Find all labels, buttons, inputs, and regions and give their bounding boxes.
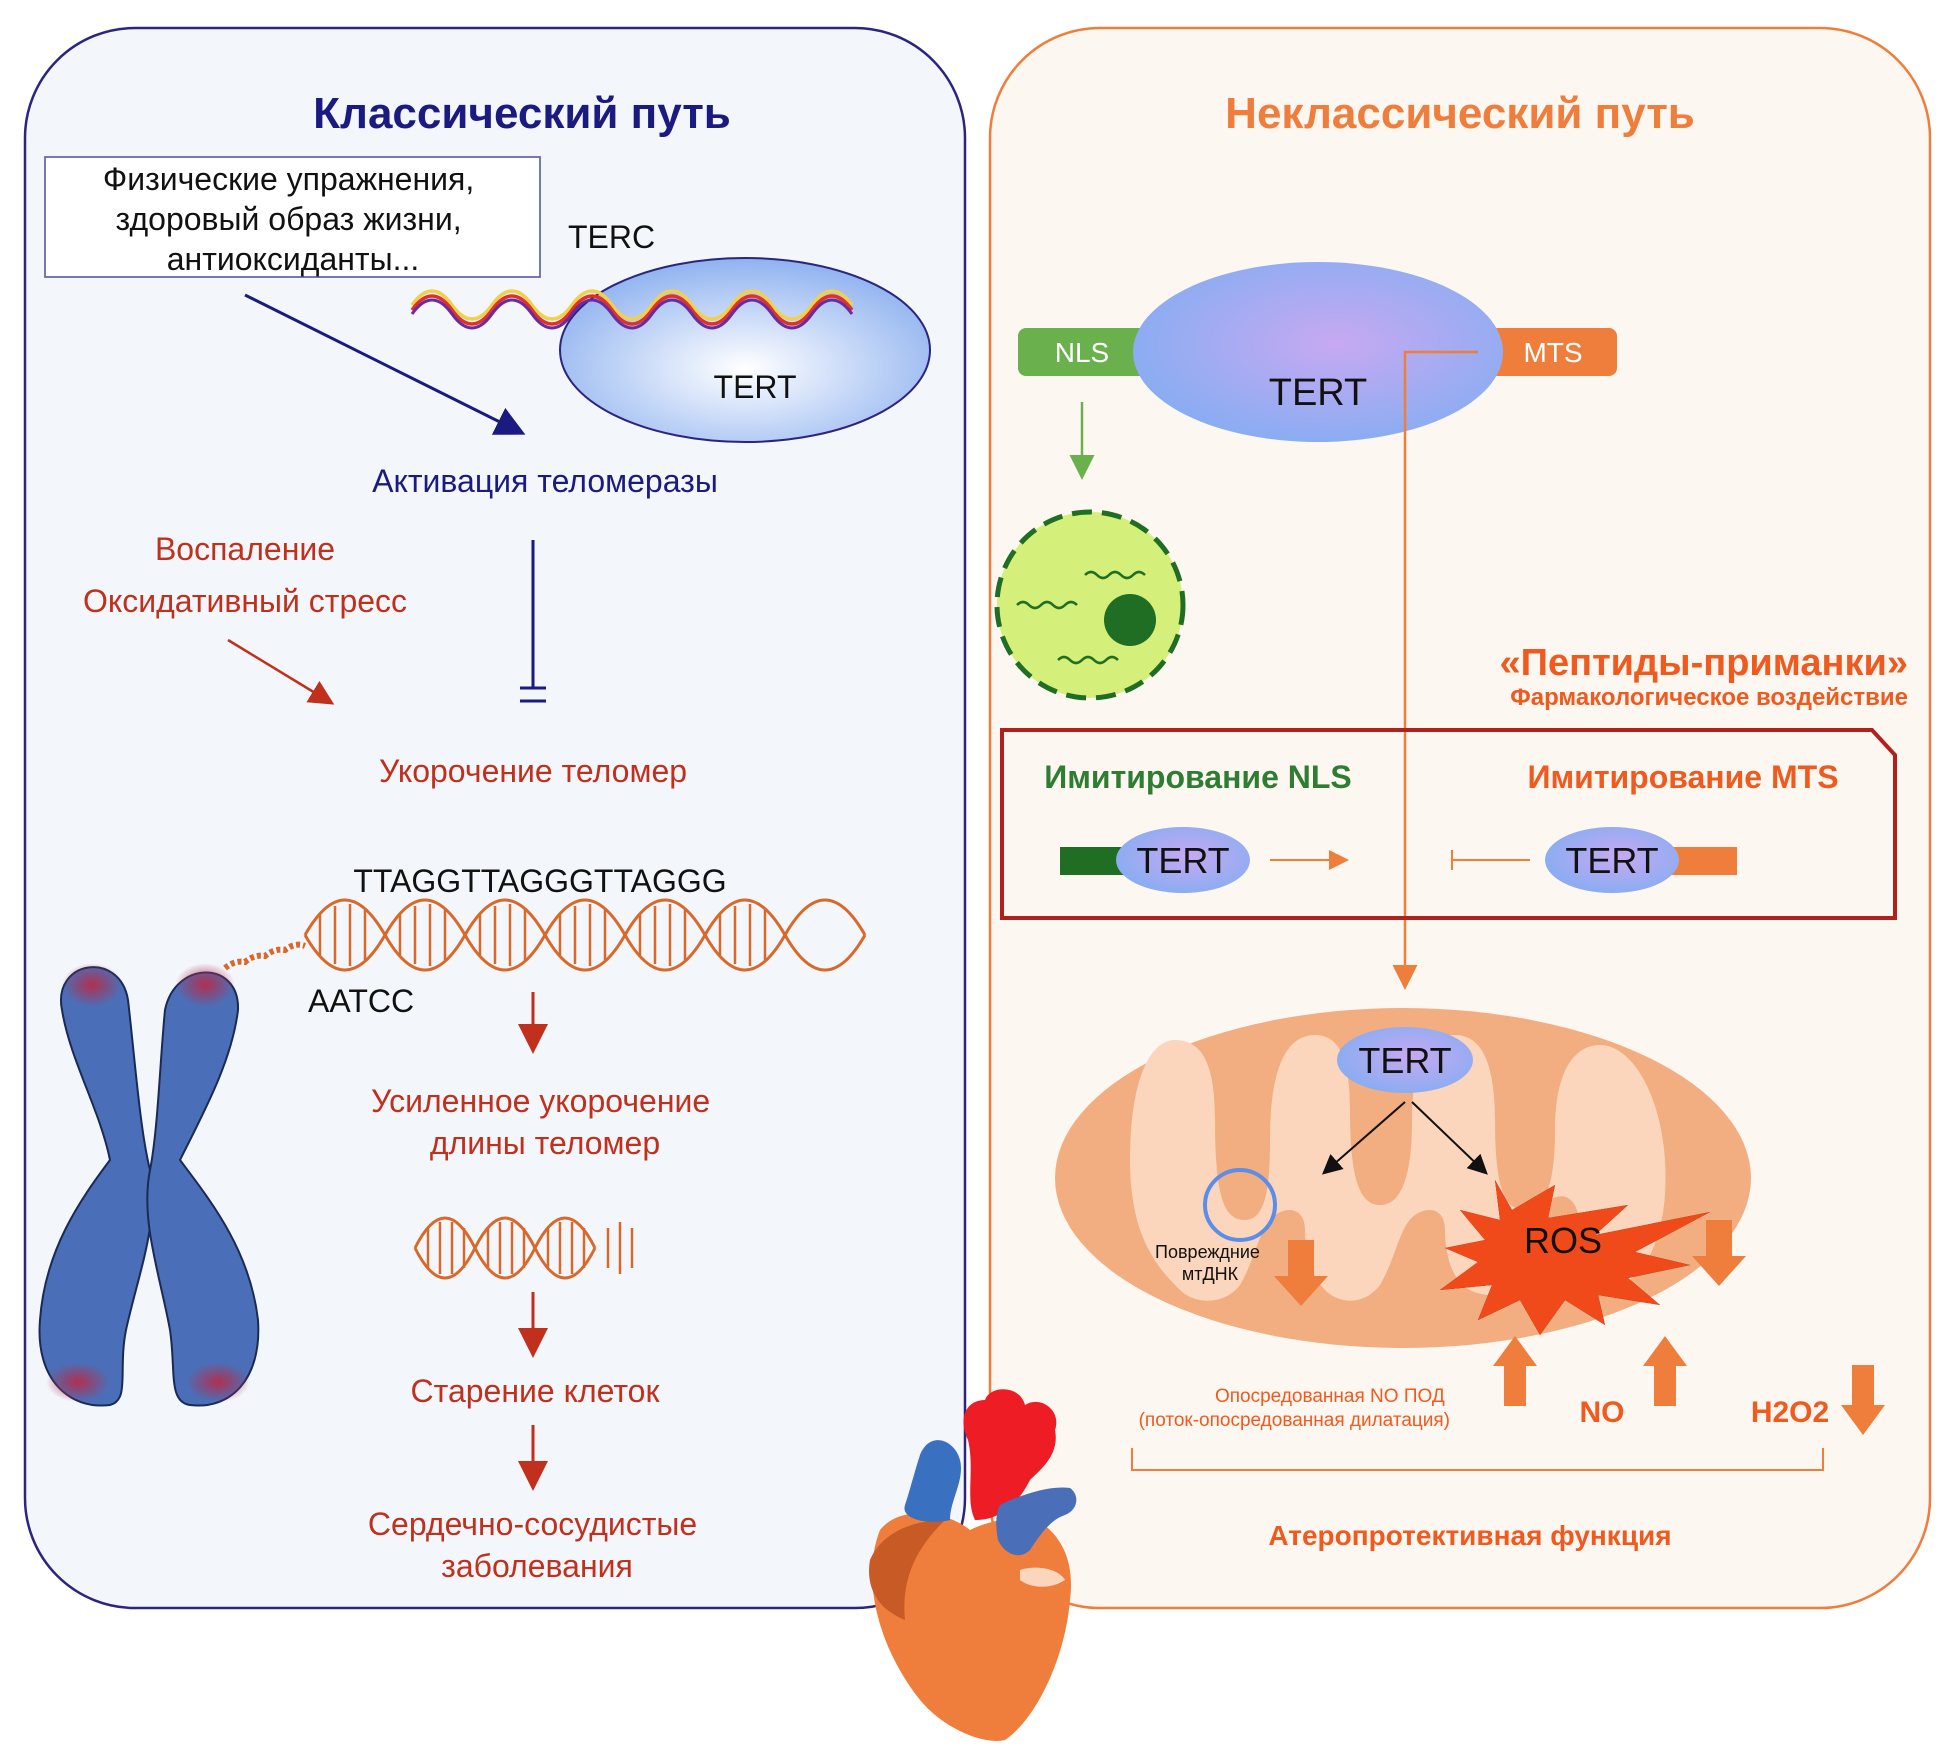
arrow-tert-mtdna <box>1321 1101 1406 1175</box>
mimic-nls-label: Имитирование NLS <box>1044 759 1352 795</box>
lifestyle-text: Физические упражнения, здоровый образ жи… <box>103 161 483 277</box>
ros-burst-fill <box>1440 1180 1710 1335</box>
arrow-lifestyle-activation <box>244 293 526 435</box>
terc-label: TERC <box>568 219 655 255</box>
tert-mimic-nls-label: TERT <box>1136 840 1229 881</box>
cell-aging: Старение клеток <box>411 1373 661 1409</box>
dna-helix-icon <box>303 898 867 972</box>
chromosome-icon <box>38 963 260 1407</box>
nucleus-icon <box>994 509 1186 701</box>
nls-bar <box>1018 328 1173 376</box>
tert-mito <box>1337 1027 1473 1093</box>
classical-title: Классический путь <box>313 89 731 138</box>
damaged-mtdna-label: Повреждние мтДНК <box>1155 1242 1265 1284</box>
bracket <box>1131 1448 1824 1471</box>
tert-mimic-mts <box>1545 827 1679 893</box>
tert-mito-label: TERT <box>1358 1040 1451 1081</box>
telomere-shortening: Укорочение теломер <box>379 753 687 789</box>
telomere-tail <box>223 941 307 971</box>
down-arrow-ros <box>1692 1220 1746 1286</box>
terc-rna-yellow <box>410 289 854 321</box>
tert-mimic-mts-label: TERT <box>1565 840 1658 881</box>
arrow-tert-ros <box>1411 1101 1488 1175</box>
non-classical-panel <box>988 26 1932 1610</box>
down-arrow-mtdna <box>1274 1240 1328 1306</box>
nls-label: NLS <box>1055 337 1109 368</box>
up-arrow-no <box>1643 1336 1687 1406</box>
no-label: NO <box>1580 1396 1625 1429</box>
non-classical-title: Неклассический путь <box>1225 89 1695 138</box>
heart-icon <box>869 1389 1077 1741</box>
h2o2-label: H2O2 <box>1751 1396 1829 1429</box>
tert-mimic-nls <box>1116 827 1250 893</box>
mtdna-ring <box>1203 1168 1277 1242</box>
fmd-label: Опосредованная NO ПОД (поток-опосредован… <box>1139 1386 1450 1431</box>
atheroprotective-label: Атеропротективная функция <box>1268 1520 1671 1551</box>
telomere-seq-bottom: AATCC <box>308 983 414 1019</box>
short-dna-icon <box>413 1216 634 1280</box>
ros-label: ROS <box>1524 1220 1602 1261</box>
telomere-seq-top: TTAGGTTAGGGTTAGGG <box>353 863 726 899</box>
enhanced-shortening: Усиленное укорочение длины теломер <box>371 1083 719 1161</box>
arrow-stress-shortening <box>227 638 335 705</box>
oxidative-stress-label: Оксидативный стресс <box>83 583 407 619</box>
arrow-mts-mitochondrion <box>1392 350 1478 990</box>
lifestyle-box <box>44 156 541 278</box>
mimic-mts-label: Имитирование MTS <box>1527 759 1838 795</box>
decoy-peptides-title: «Пептиды-приманки» <box>1500 642 1908 684</box>
up-arrow-fmd <box>1493 1336 1537 1406</box>
tert-label-left: TERT <box>714 369 797 405</box>
cardiovascular-disease: Сердечно-сосудистые заболевания <box>368 1506 706 1584</box>
terc-rna-purple <box>410 298 854 330</box>
mimic-box <box>1000 728 1897 920</box>
inflammation-label: Воспаление <box>155 531 335 567</box>
terc-rna-red <box>410 294 854 326</box>
tert-label-right: TERT <box>1269 372 1368 414</box>
tert-protein <box>1133 262 1503 442</box>
telomerase-complex <box>559 257 931 443</box>
decoy-peptides-subtitle: Фармакологическое воздействие <box>1510 684 1908 711</box>
mts-label: MTS <box>1523 337 1582 368</box>
telomerase-activation: Активация теломеразы <box>372 463 718 499</box>
down-arrow-h2o2 <box>1841 1365 1885 1435</box>
